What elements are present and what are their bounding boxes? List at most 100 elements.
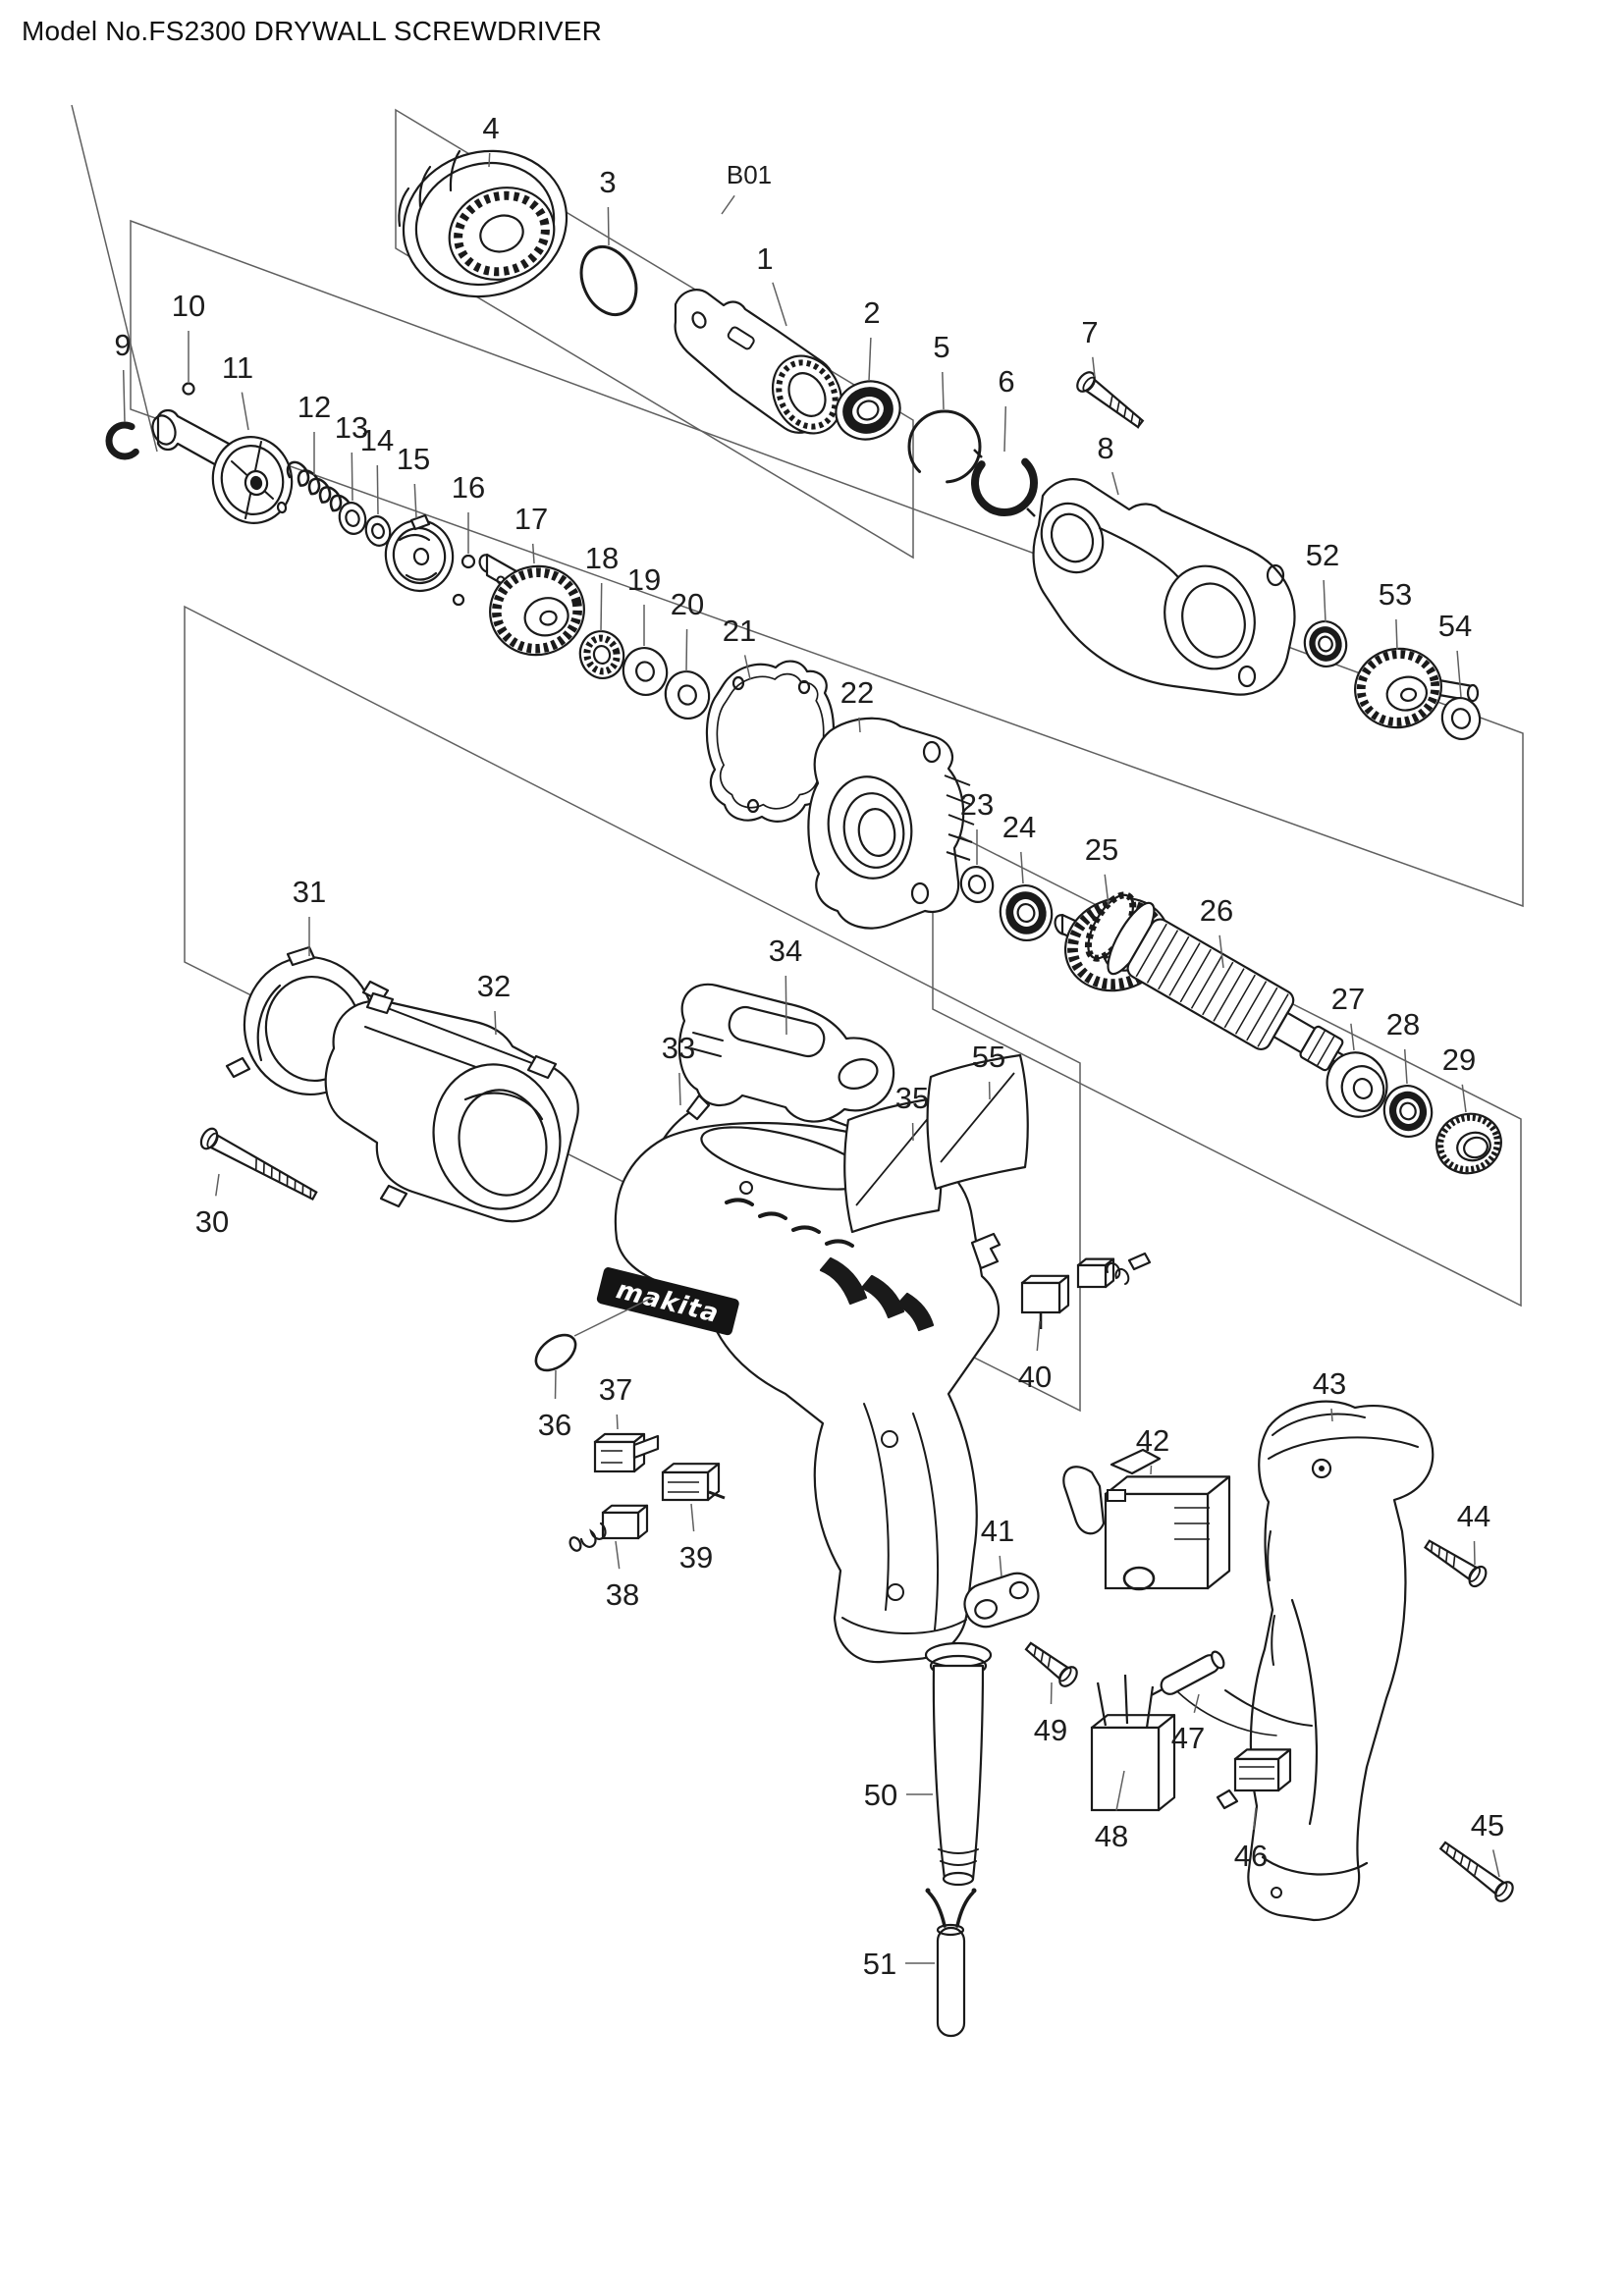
part-29-drawing [1435, 1112, 1502, 1175]
part-label-51: 51 [863, 1947, 896, 1981]
part-12-drawing [286, 460, 353, 520]
part-label-3: 3 [599, 165, 616, 199]
part-label-22: 22 [840, 675, 874, 710]
part-46-leader [1252, 1807, 1257, 1831]
part-label-8: 8 [1097, 431, 1113, 465]
subassembly-label: B01 [727, 160, 772, 189]
part-label-20: 20 [671, 587, 704, 621]
part-38-drawing [568, 1504, 649, 1552]
part-39-drawing [661, 1463, 726, 1502]
part-5-drawing [907, 409, 982, 484]
part-label-14: 14 [360, 423, 394, 457]
part-25-leader [1104, 874, 1110, 906]
part-label-15: 15 [397, 442, 430, 476]
part-14-drawing [364, 515, 392, 547]
part-7-drawing [1076, 371, 1145, 429]
part-45-drawing [1438, 1841, 1514, 1902]
part-41-leader [999, 1555, 1002, 1577]
part-34-drawing [677, 983, 895, 1123]
part-14-leader [376, 464, 379, 515]
part-52-leader [1323, 579, 1326, 623]
part-label-35: 35 [895, 1081, 929, 1115]
part-18-drawing [578, 630, 625, 679]
part-label-44: 44 [1457, 1499, 1490, 1533]
part-16-drawing [452, 554, 476, 607]
part-33-leader [678, 1072, 681, 1106]
part-label-28: 28 [1386, 1007, 1420, 1041]
part-8-drawing [1032, 478, 1296, 696]
part-label-41: 41 [981, 1514, 1014, 1548]
part-15-drawing [384, 513, 455, 593]
part-label-53: 53 [1379, 577, 1412, 612]
part-22-drawing [807, 717, 975, 930]
part-9-drawing [105, 421, 144, 460]
part-15-leader [413, 483, 417, 519]
part-42-drawing [1062, 1448, 1231, 1591]
part-label-1: 1 [756, 241, 773, 276]
part-label-10: 10 [172, 289, 205, 323]
part-40-drawing [970, 1232, 1152, 1329]
part-22-leader [858, 717, 861, 733]
part-3-leader [607, 206, 610, 246]
part-47-leader [1193, 1693, 1200, 1713]
part-28-leader [1403, 1048, 1408, 1085]
part-44-leader [1473, 1540, 1476, 1566]
part-45-leader [1491, 1849, 1500, 1878]
part-label-29: 29 [1442, 1042, 1476, 1077]
part-label-21: 21 [723, 614, 756, 648]
part-label-9: 9 [114, 328, 131, 362]
part-48-leader [1115, 1770, 1125, 1811]
part-label-34: 34 [769, 934, 802, 968]
part-47-drawing [1151, 1650, 1313, 1736]
part-29-leader [1461, 1084, 1467, 1113]
part-4-drawing [398, 149, 568, 298]
part-32-leader [494, 1010, 497, 1036]
page-title: Model No.FS2300 DRYWALL SCREWDRIVER [22, 16, 603, 46]
part-11-drawing [151, 408, 294, 524]
part-8-leader [1111, 471, 1119, 496]
part-label-6: 6 [998, 364, 1014, 399]
part-37-leader [616, 1414, 619, 1430]
part-label-45: 45 [1471, 1808, 1504, 1842]
part-label-4: 4 [482, 111, 499, 145]
part-13-drawing [338, 502, 367, 535]
part-43-drawing [1247, 1400, 1435, 1922]
part-30-leader [215, 1173, 220, 1197]
part-label-54: 54 [1438, 609, 1472, 643]
part-label-18: 18 [585, 541, 619, 575]
part-label-13: 13 [335, 410, 368, 445]
part-label-12: 12 [298, 390, 331, 424]
part-55-drawing [926, 1053, 1029, 1191]
part-drawings: makita [105, 149, 1514, 2038]
part-1-drawing [674, 289, 843, 435]
part-40-leader [1036, 1320, 1041, 1352]
part-label-26: 26 [1200, 893, 1233, 928]
part-2-drawing [835, 380, 901, 441]
part-26-leader [1218, 934, 1224, 969]
part-38-leader [615, 1540, 621, 1570]
part-6-drawing [971, 449, 1038, 517]
part-26-drawing [1084, 891, 1362, 1075]
part-27-drawing [1326, 1051, 1388, 1118]
part-label-5: 5 [933, 330, 949, 364]
part-48-drawing [1090, 1674, 1176, 1812]
part-33-drawing: makita [596, 1094, 1001, 1664]
part-label-24: 24 [1002, 810, 1036, 844]
part-24-leader [1020, 851, 1024, 884]
part-label-36: 36 [538, 1408, 571, 1442]
part-30-drawing [199, 1127, 318, 1201]
part-20-leader [685, 628, 688, 672]
part-label-43: 43 [1313, 1366, 1346, 1401]
part-41-drawing [963, 1572, 1040, 1629]
part-32-drawing [324, 991, 579, 1223]
part-20-drawing [664, 670, 711, 720]
part-42-leader [1150, 1465, 1153, 1475]
part-53-leader [1395, 618, 1398, 651]
part-10-drawing [182, 382, 195, 396]
part-label-40: 40 [1018, 1360, 1052, 1394]
part-label-49: 49 [1034, 1713, 1067, 1747]
part-label-37: 37 [599, 1372, 632, 1407]
part-1-leader [772, 282, 787, 327]
part-52-drawing [1303, 620, 1348, 667]
part-label-42: 42 [1136, 1423, 1169, 1458]
